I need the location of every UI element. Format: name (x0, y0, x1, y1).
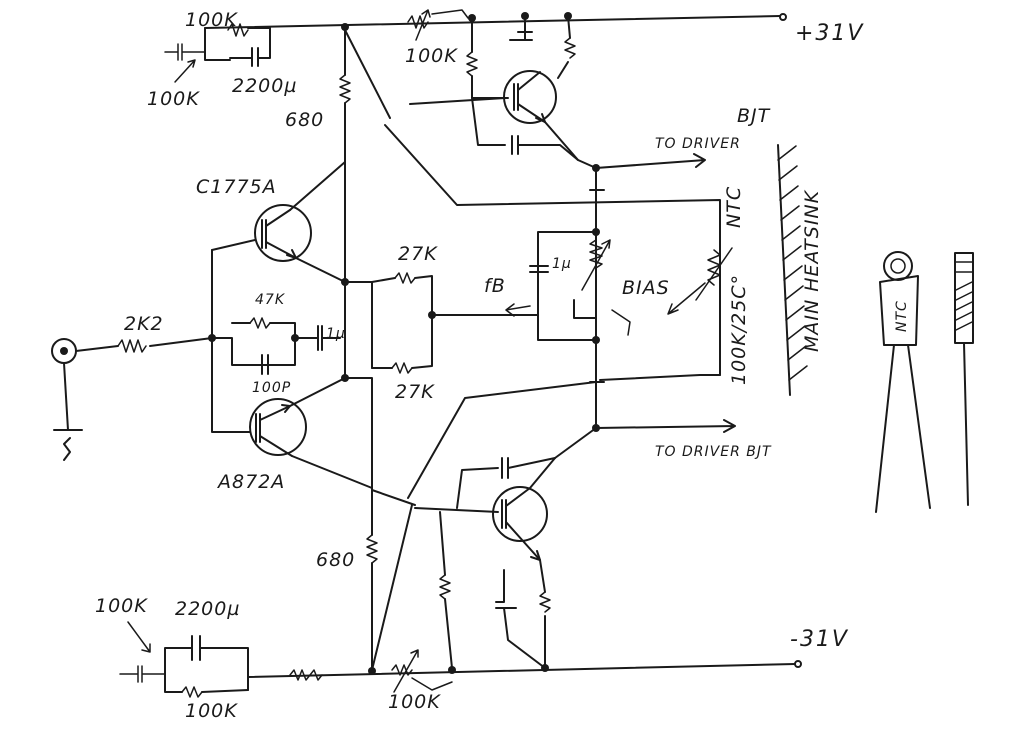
top-decoupling-network (164, 23, 271, 83)
central-bus (341, 161, 539, 471)
input-2k2-label: 2K2 (124, 313, 164, 335)
top-driver-arrow (595, 153, 706, 169)
upper-driver-transistor (503, 70, 597, 169)
lower-680-label: 680 (316, 549, 355, 571)
upper-680-resistor (339, 26, 351, 163)
input-connector (51, 338, 119, 461)
positive-terminal (779, 13, 787, 21)
bottom-trim-100k-label: 100K (388, 691, 441, 713)
ntc-value-label: 100K/25C° (728, 274, 750, 385)
ntc-thermistor (599, 247, 733, 381)
bottom-2200u-label: 2200µ (175, 598, 240, 620)
lower-cross-wire (371, 381, 597, 671)
feedback-lower-27k-label: 27K (395, 381, 435, 403)
top-trim-resistor (407, 9, 469, 41)
upper-driver-network (409, 15, 579, 161)
bottom-decoupling-network (119, 621, 249, 698)
cap-1u-small-label: 1µ (326, 326, 346, 342)
lower-driver-network (414, 427, 597, 669)
ntc-component-label: NTC (894, 300, 910, 332)
positive-rail (204, 12, 787, 31)
input-2k2-resistor (117, 337, 213, 353)
cap-100p-label: 100P (252, 380, 291, 396)
ntc-label: NTC (723, 186, 745, 228)
lower-transistor-label: A872A (216, 471, 285, 493)
lower-680-resistor (366, 469, 378, 671)
bottom-trim-resistor (391, 649, 453, 693)
positive-rail-label: +31V (795, 21, 864, 46)
bottom-driver-arrow (595, 419, 736, 433)
bias-network (529, 167, 706, 429)
negative-rail (247, 660, 802, 681)
bias-cap-1u-label: 1µ (552, 256, 572, 272)
bottom-overwritten-resistor-label: 100K (185, 700, 238, 722)
bias-label: BIAS (622, 277, 670, 299)
top-2200u-label: 2200µ (232, 75, 297, 97)
heatsink-label: MAIN HEATSINK (801, 189, 823, 352)
input-bus (208, 239, 341, 433)
top-left-100k-label: 100K (147, 88, 200, 110)
top-overwritten-resistor-label: 100K (185, 9, 238, 31)
main-heatsink (777, 144, 808, 396)
upper-input-transistor (254, 161, 346, 283)
upper-cross-wire (344, 29, 721, 376)
to-driver-top-label: TO DRIVER (655, 136, 741, 152)
ntc-side-view (954, 252, 974, 506)
upper-680-label: 680 (285, 109, 324, 131)
top-trim-100k-label: 100K (405, 45, 458, 67)
upper-transistor-label: C1775A (196, 176, 277, 198)
negative-rail-label: -31V (790, 627, 849, 652)
fb-cap-label: fB (484, 275, 506, 297)
to-driver-bottom-label: TO DRIVER BJT (655, 444, 772, 460)
ntc-component-sketch (875, 251, 931, 513)
lower-driver-transistor (492, 457, 556, 561)
negative-terminal (794, 660, 802, 668)
lower-input-transistor (249, 377, 373, 489)
bjt-top-label: BJT (737, 105, 771, 127)
bottom-left-100k-label: 100K (95, 595, 148, 617)
feedback-upper-27k-label: 27K (398, 243, 438, 265)
resistor-47k-label: 47K (255, 292, 286, 308)
